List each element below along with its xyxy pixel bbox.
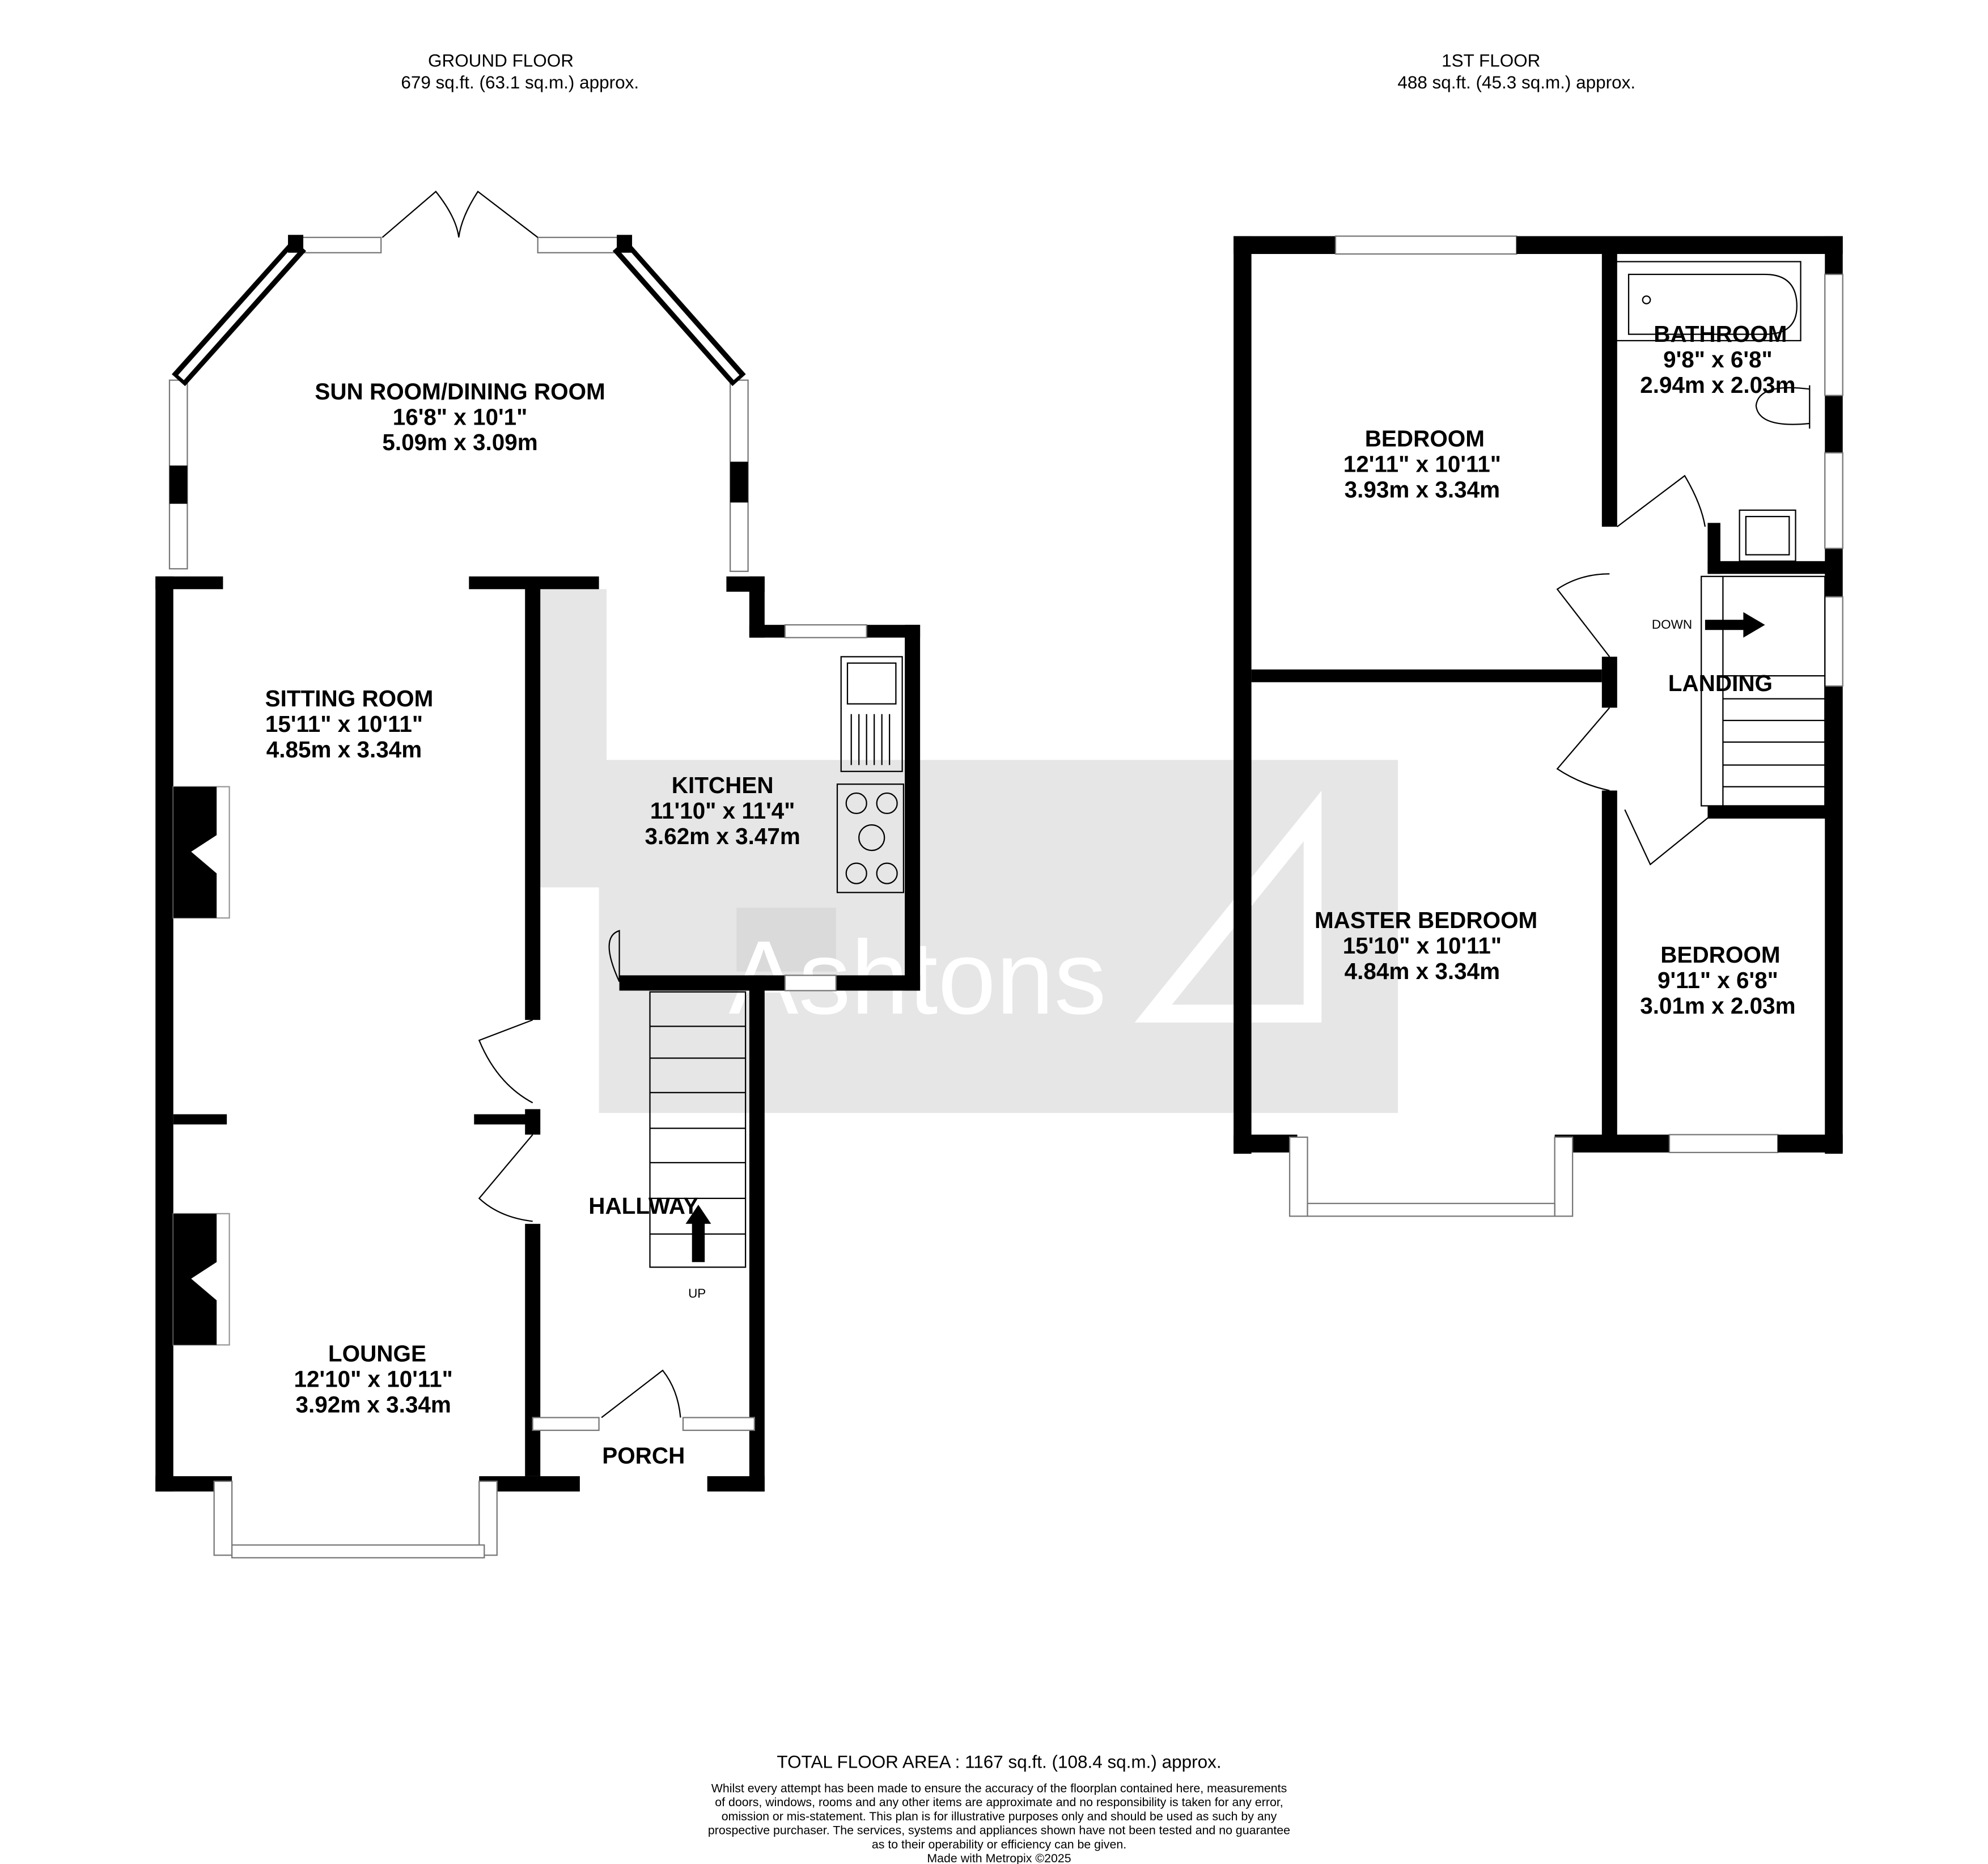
room-metric: 3.01m x 2.03m: [1640, 993, 1795, 1019]
room-name: SUN ROOM/DINING ROOM: [315, 378, 605, 404]
room-metric: 3.93m x 3.34m: [1345, 476, 1500, 502]
room-metric: 3.92m x 3.34m: [295, 1392, 451, 1418]
ground-floor-title: GROUND FLOOR: [428, 51, 574, 71]
room-imperial: 15'11" x 10'11": [265, 711, 423, 737]
watermark: Ashtons: [537, 589, 1398, 1113]
stairs-down-label: DOWN: [1652, 617, 1692, 632]
disclaimer-line: omission or mis-statement. This plan is …: [722, 1810, 1277, 1823]
room-lounge: LOUNGE 12'10" x 10'11" 3.92m x 3.34m: [294, 1341, 453, 1418]
ground-floor-walls: [155, 190, 921, 1558]
room-porch: PORCH: [602, 1442, 685, 1468]
room-name: BATHROOM: [1654, 321, 1787, 347]
room-imperial: 16'8" x 10'1": [393, 404, 528, 430]
room-imperial: 11'10" x 11'4": [650, 798, 795, 824]
disclaimer-line: prospective purchaser. The services, sys…: [708, 1824, 1290, 1837]
credit: Made with Metropix ©2025: [927, 1852, 1071, 1864]
room-bedroom-2: BEDROOM 9'11" x 6'8" 3.01m x 2.03m: [1640, 942, 1795, 1019]
room-sun-room: SUN ROOM/DINING ROOM 16'8" x 10'1" 5.09m…: [315, 378, 605, 455]
room-name: BEDROOM: [1365, 425, 1485, 451]
room-imperial: 9'11" x 6'8": [1658, 967, 1778, 993]
ground-floor-area: 679 sq.ft. (63.1 sq.m.) approx.: [401, 73, 639, 92]
room-metric: 4.85m x 3.34m: [266, 736, 422, 762]
disclaimer-line: as to their operability or efficiency ca…: [872, 1837, 1126, 1851]
room-kitchen: KITCHEN 11'10" x 11'4" 3.62m x 3.47m: [645, 772, 800, 849]
room-name: SITTING ROOM: [265, 685, 434, 711]
first-floor-walls: [1234, 235, 1843, 1217]
room-labels: SUN ROOM/DINING ROOM 16'8" x 10'1" 5.09m…: [265, 321, 1796, 1468]
room-name: BEDROOM: [1660, 942, 1780, 968]
first-floor-area: 488 sq.ft. (45.3 sq.m.) approx.: [1397, 73, 1635, 92]
room-landing: LANDING: [1668, 670, 1773, 696]
footer: TOTAL FLOOR AREA : 1167 sq.ft. (108.4 sq…: [708, 1752, 1290, 1864]
first-floor-title: 1ST FLOOR: [1442, 51, 1540, 71]
total-floor-area: TOTAL FLOOR AREA : 1167 sq.ft. (108.4 sq…: [777, 1752, 1221, 1772]
room-imperial: 12'11" x 10'11": [1343, 451, 1501, 477]
room-imperial: 12'10" x 10'11": [294, 1366, 453, 1392]
room-bathroom: BATHROOM 9'8" x 6'8" 2.94m x 2.03m: [1640, 321, 1795, 398]
disclaimer-line: of doors, windows, rooms and any other i…: [715, 1795, 1283, 1809]
stairs-up-label: UP: [688, 1286, 706, 1300]
room-name: LOUNGE: [328, 1341, 426, 1367]
room-imperial: 9'8" x 6'8": [1663, 346, 1773, 372]
room-metric: 3.62m x 3.47m: [645, 823, 800, 849]
room-imperial: 15'10" x 10'11": [1343, 933, 1502, 959]
room-sitting-room: SITTING ROOM 15'11" x 10'11" 4.85m x 3.3…: [265, 685, 434, 762]
room-metric: 5.09m x 3.09m: [382, 429, 537, 455]
room-master-bedroom: MASTER BEDROOM 15'10" x 10'11" 4.84m x 3…: [1315, 907, 1537, 984]
room-bedroom-1: BEDROOM 12'11" x 10'11" 3.93m x 3.34m: [1343, 425, 1501, 502]
room-hallway: HALLWAY: [588, 1193, 698, 1219]
room-name: MASTER BEDROOM: [1315, 907, 1537, 933]
disclaimer-line: Whilst every attempt has been made to en…: [711, 1781, 1287, 1795]
room-metric: 4.84m x 3.34m: [1345, 958, 1500, 984]
landing-staircase: [1701, 575, 1826, 807]
room-metric: 2.94m x 2.03m: [1640, 372, 1795, 398]
room-name: KITCHEN: [672, 772, 774, 798]
